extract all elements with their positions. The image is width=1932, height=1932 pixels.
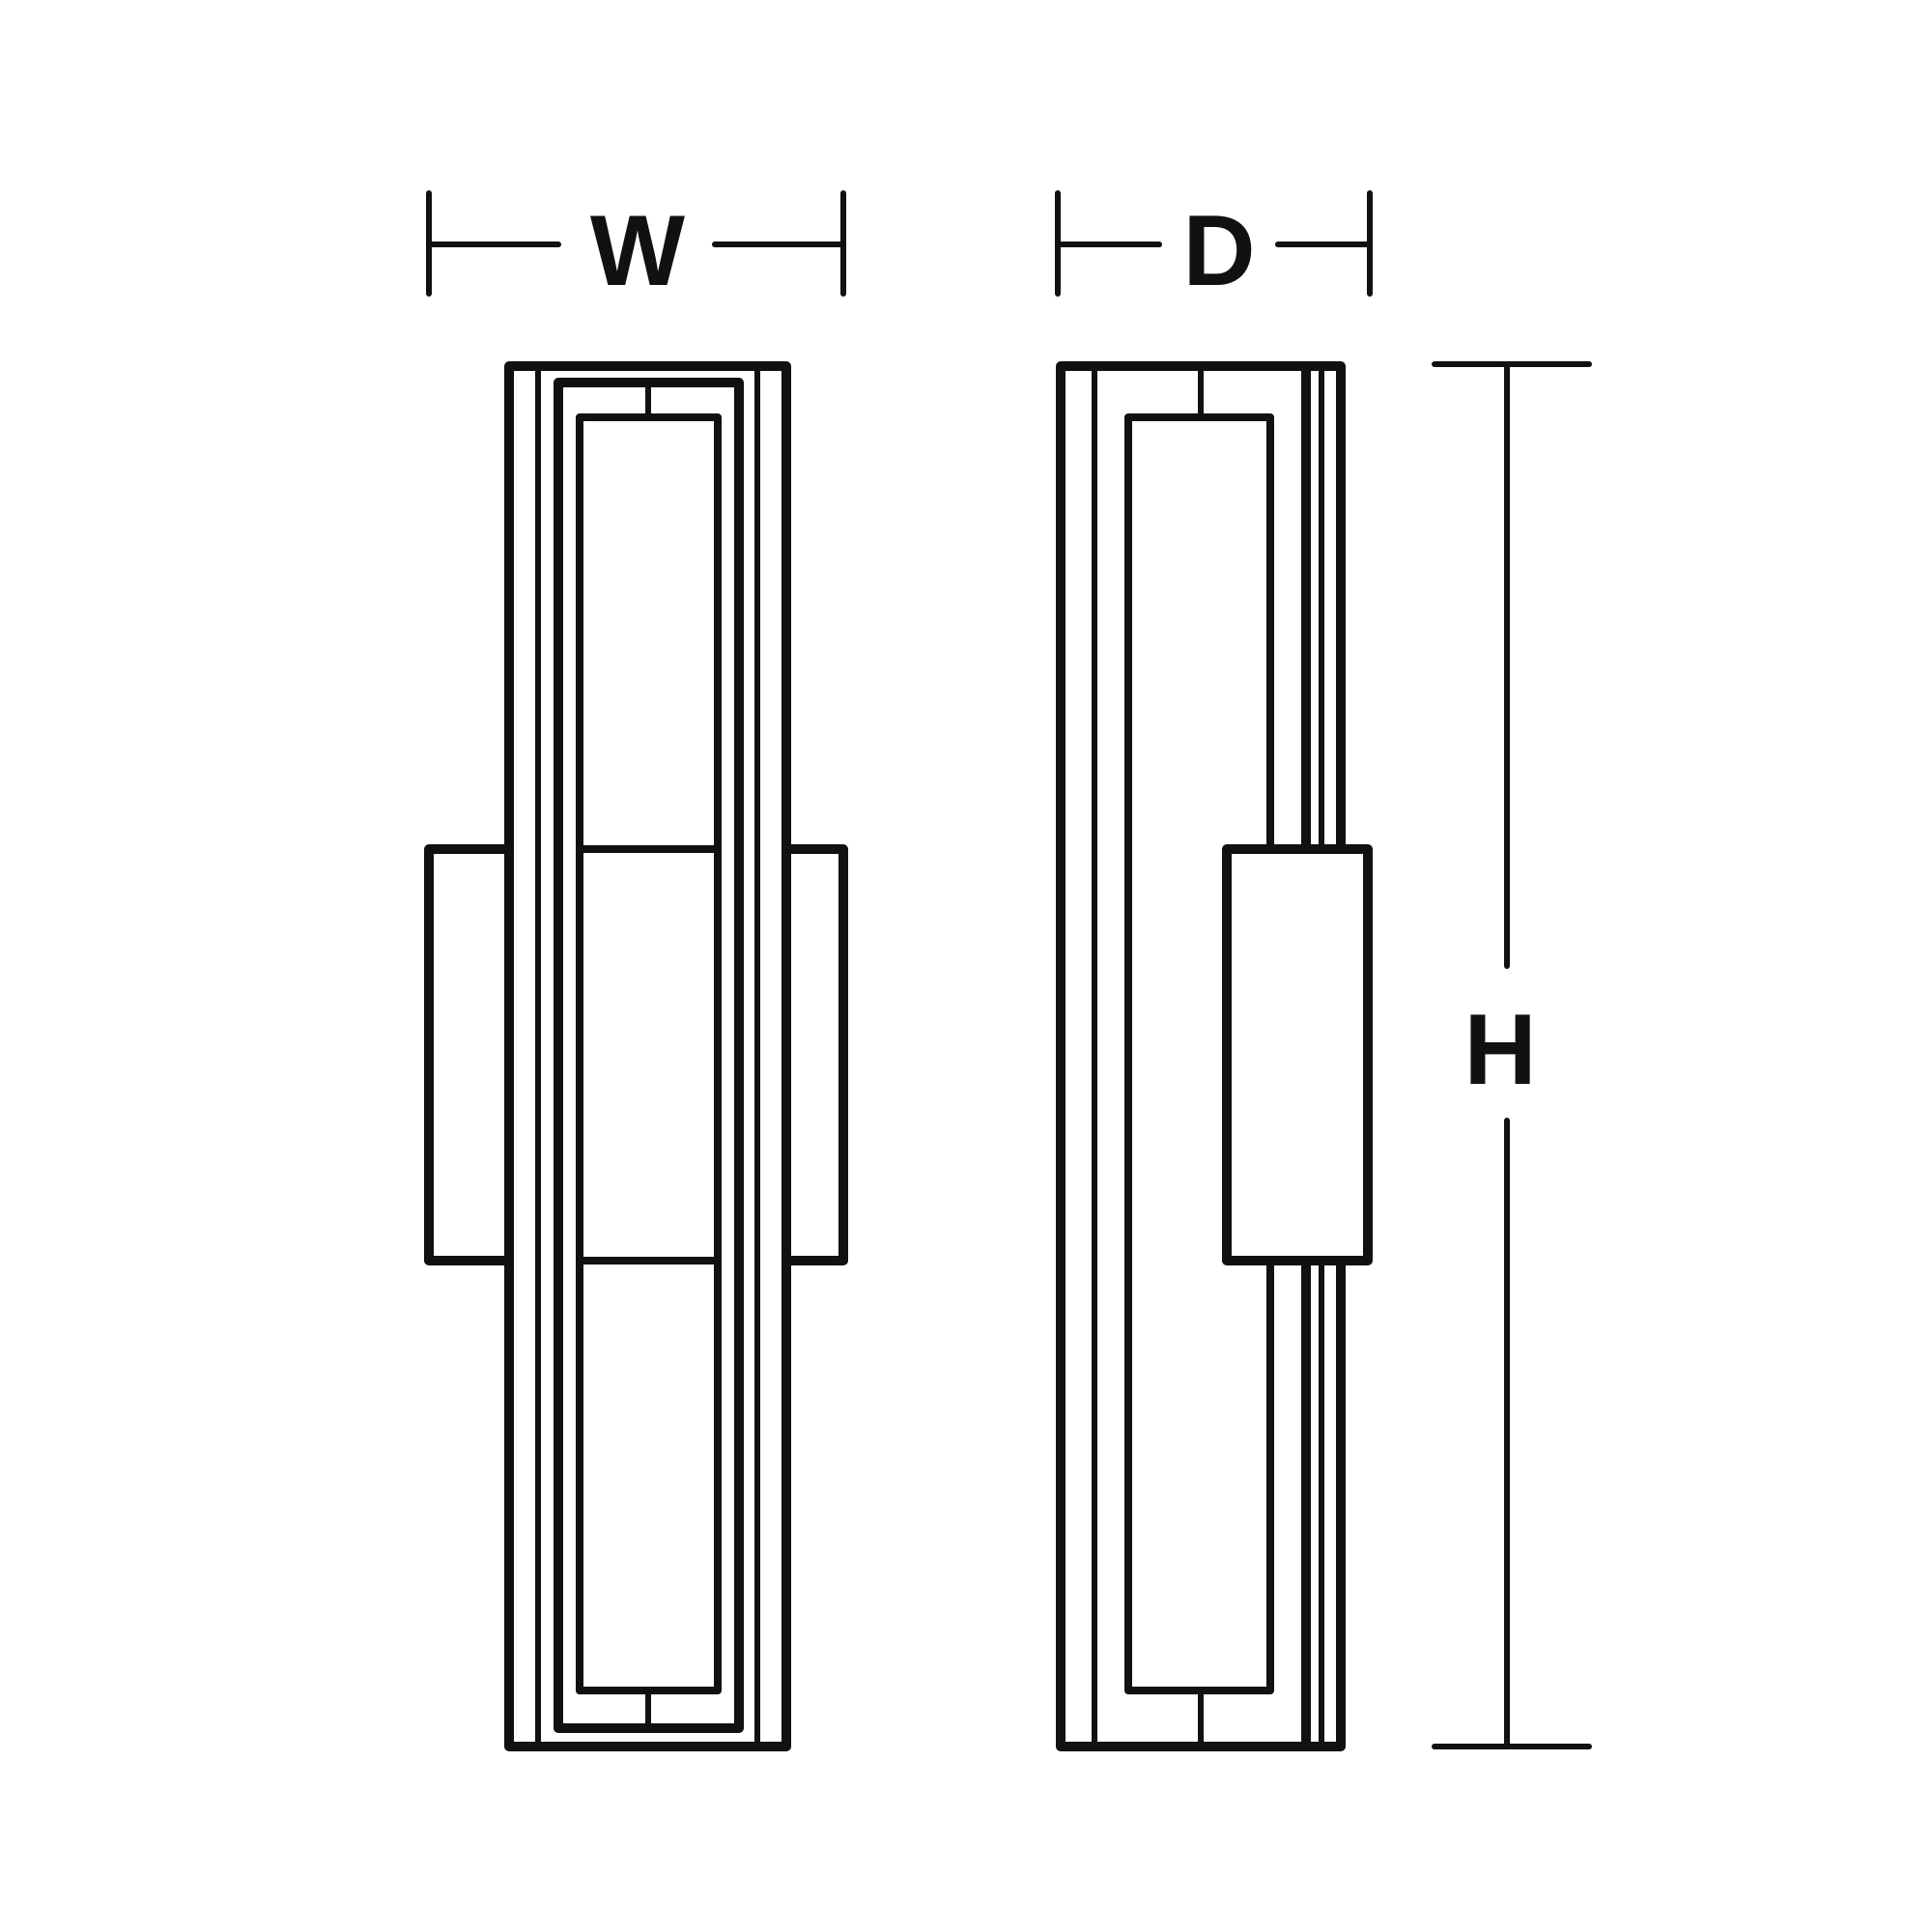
side-mount-block <box>1222 844 1373 1265</box>
side-view <box>1056 361 1373 1751</box>
depth-dimension <box>1055 190 1373 297</box>
front-mount-right <box>781 844 848 1265</box>
height-label: H <box>1463 994 1536 1106</box>
height-dimension <box>1432 361 1592 1749</box>
width-dimension <box>426 190 846 297</box>
depth-label: D <box>1182 195 1255 307</box>
width-label: W <box>590 195 686 307</box>
front-view <box>424 361 848 1751</box>
front-mount-left <box>424 844 514 1265</box>
